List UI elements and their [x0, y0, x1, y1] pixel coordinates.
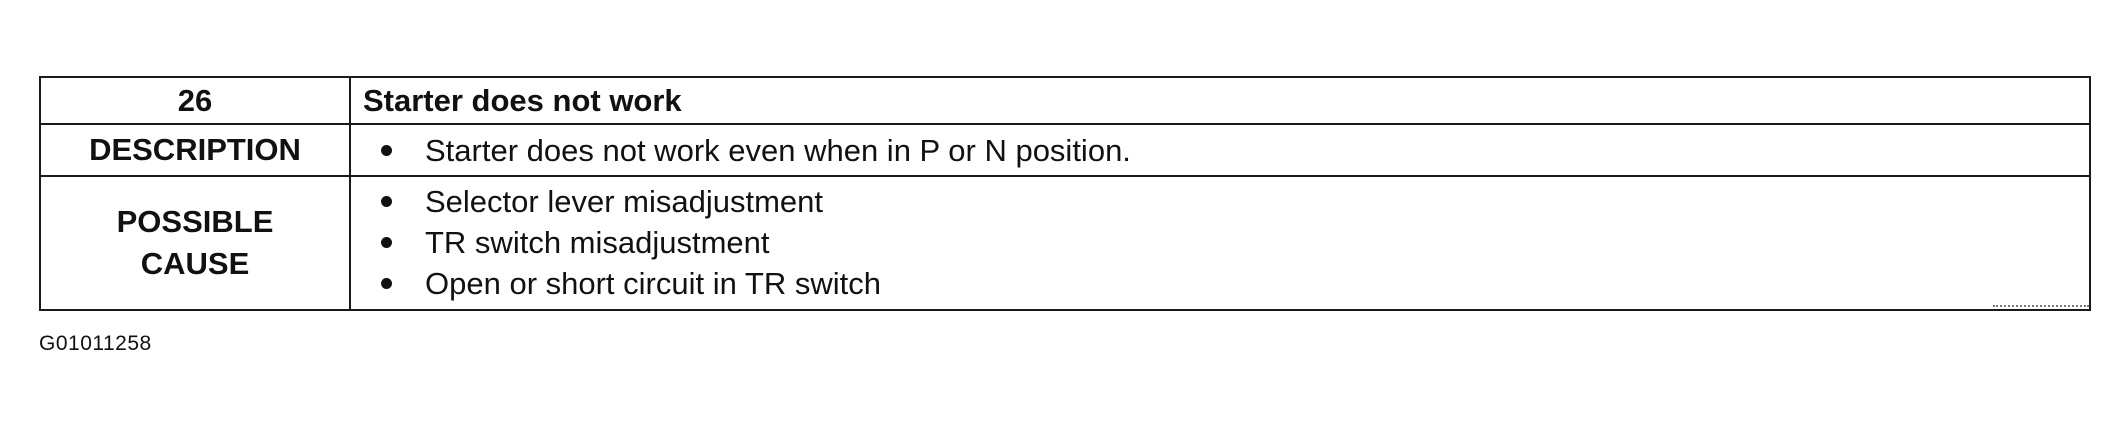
symptom-title: Starter does not work — [349, 76, 2091, 125]
cause-list: Selector lever misadjustment TR switch m… — [363, 177, 2089, 308]
cause-text: Open or short circuit in TR switch — [425, 266, 881, 301]
list-item: Open or short circuit in TR switch — [363, 263, 2089, 304]
bullet-icon — [381, 278, 392, 289]
cause-text: Selector lever misadjustment — [425, 184, 823, 219]
dotted-divider — [1993, 305, 2089, 307]
cause-label-line1: POSSIBLE — [116, 204, 274, 239]
bullet-icon — [381, 144, 392, 156]
bullet-icon — [381, 196, 392, 207]
description-list: Starter does not work even when in P or … — [363, 126, 2089, 175]
description-row: DESCRIPTION Starter does not work even w… — [39, 123, 2091, 177]
description-text: Starter does not work even when in P or … — [425, 132, 1131, 168]
description-label: DESCRIPTION — [39, 123, 351, 177]
bullet-icon — [381, 237, 392, 248]
possible-cause-row: POSSIBLE CAUSE Selector lever misadjustm… — [39, 175, 2091, 311]
possible-cause-label: POSSIBLE CAUSE — [39, 175, 351, 311]
cause-cell-content: Selector lever misadjustment TR switch m… — [363, 177, 2089, 309]
list-item: Selector lever misadjustment — [363, 181, 2089, 222]
figure-id: G01011258 — [39, 332, 152, 355]
cause-label-line2: CAUSE — [140, 246, 250, 281]
list-item: TR switch misadjustment — [363, 222, 2089, 263]
header-row: 26 Starter does not work — [39, 76, 2091, 125]
cause-text: TR switch misadjustment — [425, 225, 770, 260]
list-item: Starter does not work even when in P or … — [363, 130, 2089, 171]
description-cell: Starter does not work even when in P or … — [349, 123, 2091, 177]
diagnosis-table: 26 Starter does not work DESCRIPTION Sta… — [39, 76, 2091, 311]
symptom-code: 26 — [39, 76, 351, 125]
possible-cause-cell: Selector lever misadjustment TR switch m… — [349, 175, 2091, 311]
